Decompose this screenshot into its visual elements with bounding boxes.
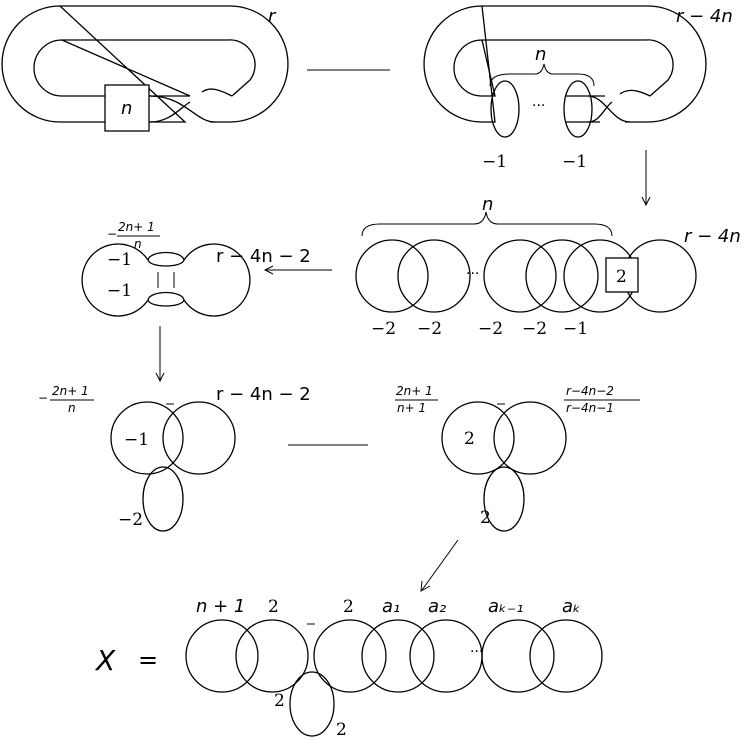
panel-5-frac-num: 2n+ 1 — [52, 384, 89, 398]
arrow-2-to-3 — [641, 150, 651, 207]
panel-4-frac-prefix: − — [107, 227, 117, 241]
panel-7-ring-2 — [235, 619, 309, 693]
panel-6-left-ring — [441, 401, 515, 475]
panel-7-label-6: aₖ₋₁ — [488, 596, 523, 617]
panel-2-right-meridian — [563, 80, 593, 138]
panel-4-frac-num: 2n+ 1 — [118, 220, 155, 234]
panel-5-framing-label: r − 4n − 2 — [216, 384, 311, 405]
arrow-3-to-4 — [263, 265, 332, 275]
panel-6-bottom-coef: 2 — [480, 508, 491, 528]
panel-3-coef-4: −2 — [522, 319, 547, 339]
panel-3-coef-5: −1 — [563, 319, 588, 339]
panel-7-bottom-right-coef: 2 — [336, 720, 347, 740]
panel-2-twist — [587, 89, 651, 123]
panel-5-frac-prefix: − — [38, 391, 48, 405]
panel-4-clasp-top — [147, 251, 185, 267]
panel-2-band-outer — [423, 5, 707, 123]
panel-4-clasp-middle — [157, 272, 175, 288]
panel-2-left-coef: −1 — [482, 152, 507, 172]
panel-7-label-3: 2 — [343, 597, 354, 617]
panel-1-twist — [149, 88, 233, 123]
panel-2-framing-label: r − 4n — [676, 6, 733, 27]
panel-6-left-coef: 2 — [464, 429, 475, 449]
panel-1-box-label: n — [121, 98, 132, 119]
panel-6-right-frac-num: r−4n−2 — [566, 384, 614, 398]
panel-7-bottom-left-coef: 2 — [274, 691, 285, 711]
panel-3-box-label: 2 — [616, 267, 627, 287]
panel-3-box — [605, 257, 639, 293]
panel-3-framing-label: r − 4n — [684, 226, 741, 247]
panel-3-coef-3: −2 — [478, 319, 503, 339]
panel-7-label-5: a₂ — [428, 596, 446, 617]
panel-7-ring-1 — [185, 619, 259, 693]
panel-7-label-7: aₖ — [562, 596, 581, 617]
panel-3-dots: ··· — [466, 266, 479, 282]
panel-3-coef-2: −2 — [417, 319, 442, 339]
arrow-4-to-5 — [155, 326, 165, 383]
panel-4-clasp-bottom — [147, 291, 185, 307]
panel-6-right-frac-den: r−4n−1 — [566, 401, 614, 415]
panel-4-frac-den: n — [134, 237, 142, 251]
panel-2-dots: ··· — [532, 98, 545, 114]
panel-6-right-ring — [493, 401, 567, 475]
panel-5-bottom-coef: −2 — [118, 510, 143, 530]
panel-4-right-lobe — [183, 243, 251, 317]
panel-3-ring-3 — [483, 239, 557, 313]
panel-2-framed-knot: n ··· r − 4n −1 −1 — [423, 5, 733, 172]
panel-7-ring-4 — [361, 619, 435, 693]
arrow-6-to-7 — [420, 539, 459, 592]
panel-4-left-lobe — [81, 243, 149, 317]
panel-1-framing-label: r — [268, 6, 277, 27]
panel-4-clasp-top-label: −1 — [107, 250, 132, 270]
panel-4-clasp-bottom-label: −1 — [107, 281, 132, 301]
panel-7-lhs: X — [94, 644, 116, 677]
panel-3-ring-2 — [397, 239, 471, 313]
panel-7-label-1: n + 1 — [196, 596, 245, 617]
panel-7-ring-7 — [529, 619, 603, 693]
panel-2-left-meridian — [490, 80, 520, 138]
panel-5-right-ring — [162, 401, 236, 475]
panel-1-framed-knot: n r — [1, 5, 289, 132]
panel-1-band-outer — [1, 5, 289, 123]
panel-1-box — [104, 84, 150, 132]
panel-2-band-inner — [453, 39, 674, 97]
panel-7-ring-6 — [481, 619, 555, 693]
panel-3-brace — [361, 211, 613, 237]
panel-3-chain: n 2 ··· r − 4n −2 −2 −2 −2 −1 — [355, 194, 741, 339]
panel-6-frac-num: 2n+ 1 — [396, 384, 433, 398]
panel-7-label-2: 2 — [268, 597, 279, 617]
panel-1-band-inner — [33, 39, 256, 97]
panel-6-bottom-ring — [483, 466, 525, 532]
panel-5-left-coef: −1 — [124, 430, 149, 450]
panel-2-brace-label: n — [535, 44, 546, 65]
panel-7-ring-3 — [313, 619, 387, 693]
panel-7-label-4: a₁ — [382, 596, 400, 617]
panel-5-frac-den: n — [68, 401, 76, 415]
panel-3-brace-label: n — [482, 194, 493, 215]
panel-5: − 2n+ 1 n r − 4n − 2 −1 −2 — [38, 384, 311, 532]
panel-3-ring-4 — [525, 239, 599, 313]
panel-4-framing-label: r − 4n − 2 — [216, 246, 311, 267]
panel-6-frac-den: n+ 1 — [397, 401, 426, 415]
panel-2-right-coef: −1 — [562, 152, 587, 172]
panel-6: 2n+ 1 n+ 1 r−4n−2 r−4n−1 2 2 — [395, 384, 640, 532]
panel-2-brace — [489, 63, 595, 87]
panel-5-bottom-ring — [142, 466, 184, 532]
panel-7-result: X = ··· n + 1 2 2 a₁ a₂ aₖ₋₁ aₖ 2 2 — [94, 596, 603, 740]
panel-7-equals: = — [138, 646, 158, 674]
panel-7-dots: ··· — [470, 644, 483, 660]
panel-7-bottom-ring — [289, 671, 335, 737]
panel-3-ring-1 — [355, 239, 429, 313]
panel-3-coef-1: −2 — [371, 319, 396, 339]
panel-4: − 2n+ 1 n r − 4n − 2 −1 −1 — [81, 220, 311, 317]
panel-5-left-ring — [110, 401, 184, 475]
